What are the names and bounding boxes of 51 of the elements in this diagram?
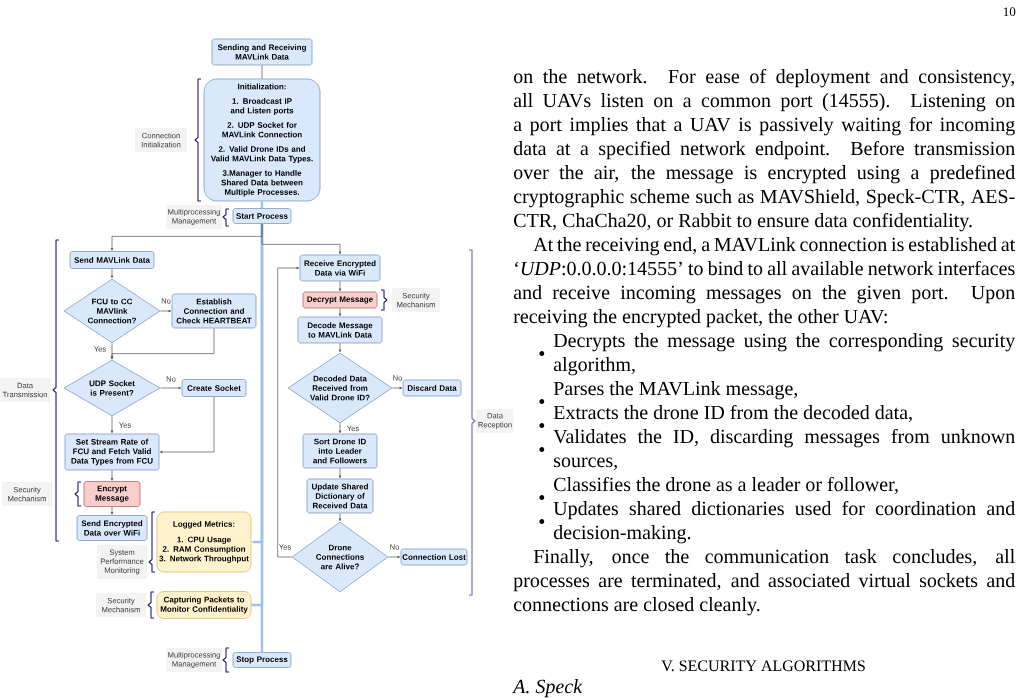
- process-box: Capturing Packets to Monitor Confidentiality: [156, 591, 252, 619]
- process-box: Establish Connection and Check HEARTBEAT: [171, 293, 257, 329]
- list-item: Extracts the drone ID from the decoded data,: [553, 404, 912, 423]
- process-box: Logged Metrics: 1. CPU Usage 2. RAM Consumption 3. Network Throughput: [156, 511, 252, 573]
- arrow: [277, 266, 300, 558]
- process-box: Send MAVLink Data: [69, 251, 155, 269]
- process-box: Start Process: [232, 208, 292, 224]
- section-heading: V. SECURITY ALGORITHMS: [661, 660, 865, 672]
- process-box: Update Shared Dictionary of Received Data: [306, 478, 374, 514]
- paragraph: on the network. For ease of deployment and consistency, all UAVs listen on a common port (14555). Listening on a port implies that a UAV is passively waiting for incoming data at a specified network endpoint. Before transmission over the air, the message is encrypted using a predefined cryptographic scheme such as MAVShield, Speck-CTR, AES-CTR, ChaCha20, or Rabbit to ensure data confidentiality.: [513, 68, 1015, 232]
- process-box: Decrypt Message: [302, 291, 378, 309]
- list-item: Validates the ID, discarding messages from unknown sources,: [553, 428, 1015, 471]
- process-box: Stop Process: [232, 652, 292, 668]
- arrow: [160, 309, 172, 313]
- process-box: Connection Lost: [400, 548, 468, 566]
- list-item: Classifies the drone as a leader or follower,: [554, 476, 898, 495]
- process-box: Decode Message to MAVLink Data: [297, 316, 383, 344]
- arrow: [338, 423, 342, 434]
- arrow: [338, 343, 342, 353]
- arrow: [388, 555, 401, 559]
- process-box: Create Socket: [181, 379, 247, 397]
- list-item: Parses the MAVLink message,: [553, 381, 798, 400]
- arrow: [338, 468, 342, 479]
- paragraph: At the receiving end, a MAVLink connection is established at ‘UDP:0.0.0.0:14555’ to bind to all available network interfaces and receive incoming messages on the given port. Upon receiving the encrypted packet, the other UAV:: [513, 237, 1016, 328]
- paragraph: Finally, once the communication task concludes, all processes are terminated, and associated virtual sockets and connections are closed cleanly.: [513, 549, 1015, 616]
- process-box: Receive Encrypted Data via WiFi: [299, 254, 381, 282]
- arrow: [392, 386, 403, 390]
- arrow: [338, 281, 342, 292]
- arrow: [338, 513, 342, 522]
- process-box: Send Encrypted Data over WiFi: [76, 515, 148, 541]
- connector-line: [261, 65, 263, 79]
- arrow: [110, 268, 114, 279]
- list-item: Updates shared dictionaries used for coordination and decision-making.: [553, 500, 1015, 544]
- process-box: Initialization: 1. Broadcast IP and Listen ports 2. UDP Socket for MAVLink Connection 2. Valid Drone IDs and Valid MAVLink Data Types. 3.Manager to Handle Shared Data between Multiple Processes.: [203, 78, 321, 202]
- arrow: [110, 416, 114, 434]
- process-box: Set Stream Rate of FCU and Fetch Valid Data Types from FCU: [64, 433, 160, 471]
- arrow: [110, 506, 114, 515]
- page-number: 10: [1003, 7, 1016, 17]
- arrow: [110, 328, 215, 360]
- process-box: Sending and Receiving MAVLink Data: [211, 38, 313, 66]
- subsection-heading: A. Speck: [512, 679, 583, 698]
- process-box: Sort Drone ID into Leader and Followers: [302, 433, 378, 469]
- arrow: [110, 470, 114, 481]
- arrow: [159, 396, 215, 454]
- arrow: [338, 308, 342, 317]
- connector-line: [260, 201, 264, 209]
- arrow: [160, 386, 182, 390]
- arrow: [261, 223, 342, 255]
- process-box: Discard Data: [402, 379, 462, 397]
- process-box: Encrypt Message: [83, 481, 141, 507]
- list-item: Decrypts the message using the corresponding security algorithm,: [553, 333, 1016, 376]
